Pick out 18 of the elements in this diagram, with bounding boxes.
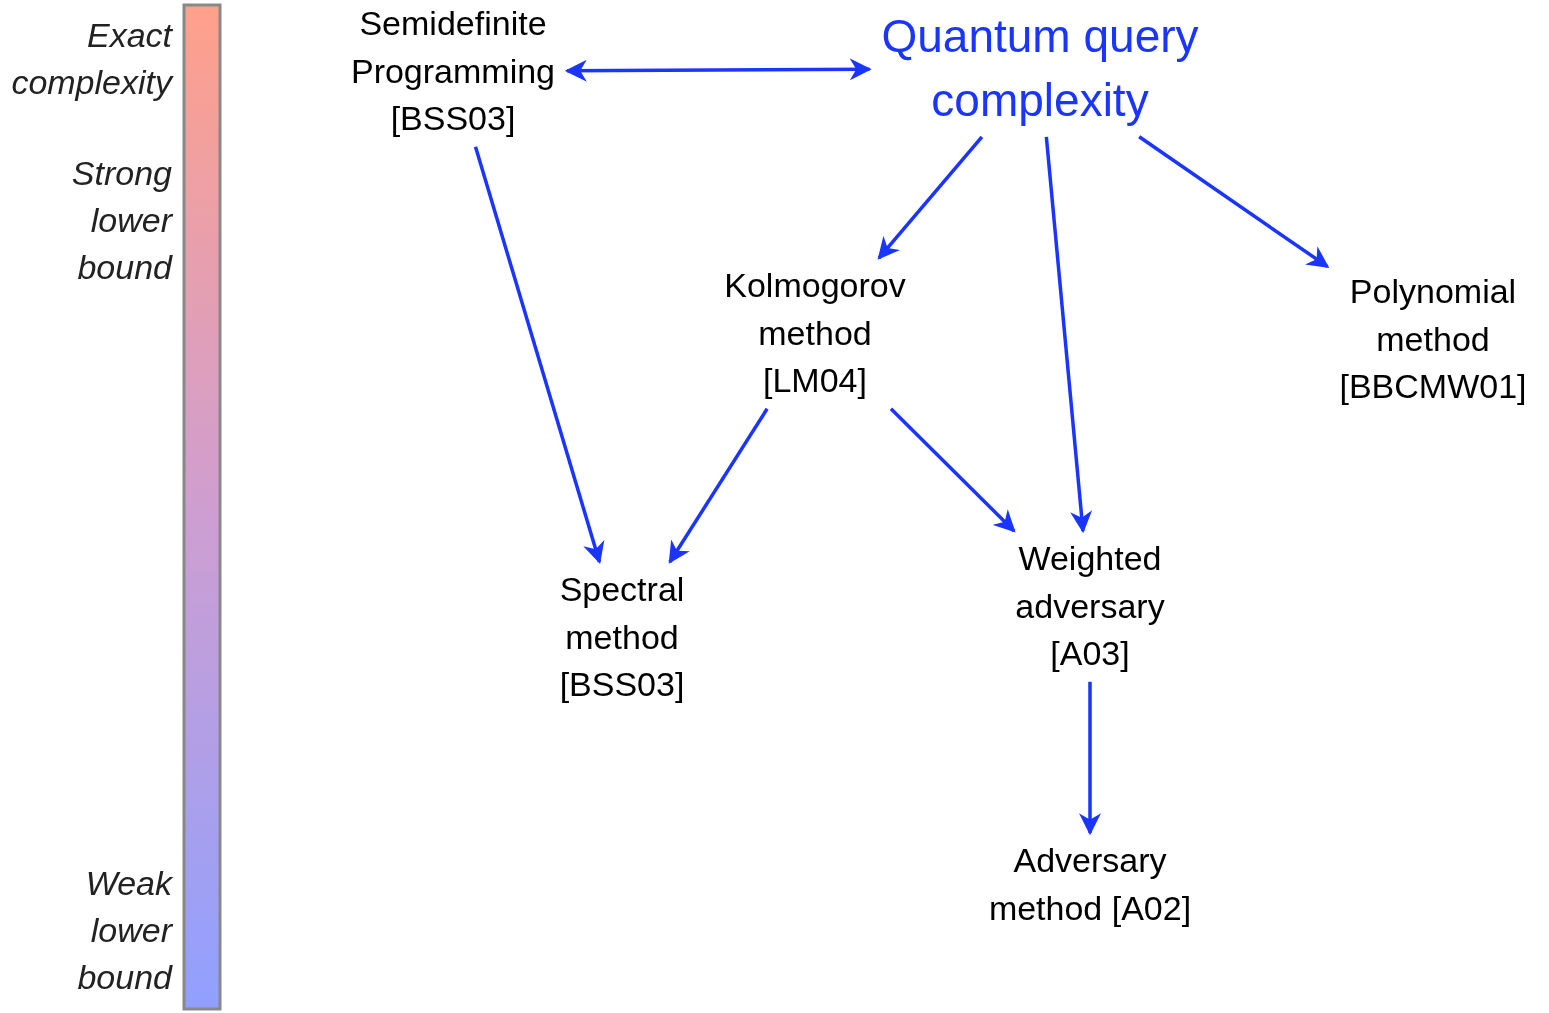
scale-label: Strong lower bound	[70, 153, 172, 288]
method-label: Weighted adversary [A03]	[1014, 538, 1166, 675]
arrow	[564, 58, 872, 82]
arrow	[889, 407, 1016, 533]
method-label: Spectral method [BSS03]	[558, 569, 686, 706]
method-label: Polynomial method [BBCMW01]	[1338, 271, 1528, 408]
arrow	[1079, 681, 1101, 836]
method-label: Semidefinite Programming [BSS03]	[349, 3, 557, 140]
scale-label: Weak lower bound	[76, 863, 172, 998]
arrow	[668, 407, 769, 564]
method-label: Adversary method [A02]	[987, 840, 1193, 929]
arrow	[473, 146, 605, 565]
arrow	[1138, 135, 1330, 269]
heading-text: Quantum query complexity	[880, 9, 1200, 129]
scale-label: Exact complexity	[10, 15, 172, 103]
arrow	[877, 135, 984, 260]
arrow	[1044, 136, 1093, 534]
method-label: Kolmogorov method [LM04]	[723, 265, 907, 402]
